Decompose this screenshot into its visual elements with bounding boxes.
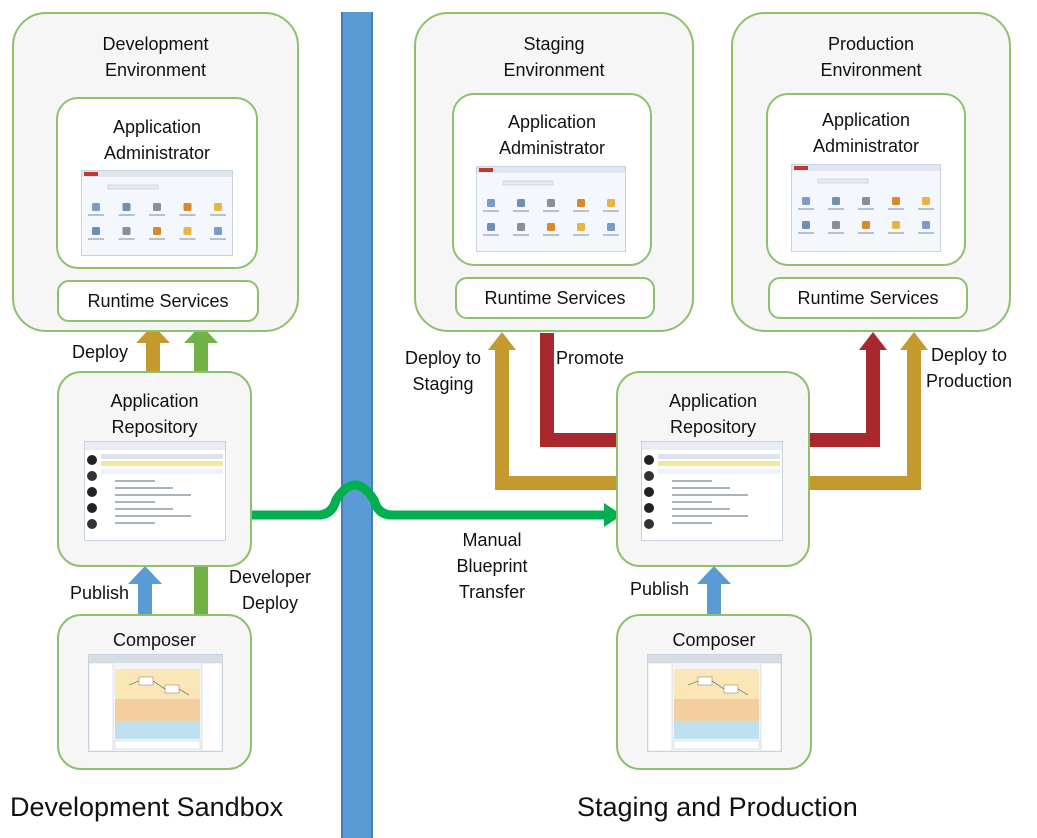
- dev-environment-title: Development Environment: [102, 34, 209, 80]
- composer-mini: [648, 655, 781, 751]
- publish-label-right: Publish: [630, 579, 690, 599]
- dev-admin-title: Application Administrator: [103, 117, 211, 163]
- staging-runtime-services: Runtime Services: [455, 277, 655, 319]
- staging-environment-title: Staging Environment: [503, 34, 605, 80]
- dev-repository-screenshot: [84, 441, 226, 541]
- publish-label-left: Publish: [70, 583, 130, 603]
- dev-admin-screenshot: [81, 170, 233, 256]
- deploy-to-production-arrow: [810, 332, 928, 490]
- dev-composer-screenshot: [88, 654, 223, 752]
- publish-arrow-left: [128, 566, 162, 614]
- zone-label-left: Development Sandbox: [10, 792, 284, 822]
- production-admin-screenshot: [791, 164, 941, 252]
- manual-transfer-label: Manual Blueprint Transfer: [456, 530, 528, 602]
- promote-label: Promote: [556, 348, 625, 368]
- promote-arrow: [540, 332, 887, 447]
- production-environment-title: Production Environment: [820, 34, 922, 80]
- admin-console-mini: [792, 165, 940, 234]
- prod-repository-title: Application Repository: [668, 391, 758, 437]
- repository-manager-mini: [642, 442, 782, 540]
- deploy-arrow-gold: [136, 325, 170, 371]
- manual-transfer-arrow: [252, 480, 622, 527]
- publish-arrow-right: [697, 566, 731, 614]
- admin-console-mini: [477, 167, 625, 236]
- composer-mini: [89, 655, 222, 751]
- zone-label-right: Staging and Production: [577, 792, 858, 822]
- deploy-label: Deploy: [72, 342, 129, 362]
- prod-repository-screenshot: [641, 441, 783, 541]
- staging-admin-screenshot: [476, 166, 626, 252]
- prod-composer-screenshot: [647, 654, 782, 752]
- developer-deploy-label: Developer Deploy: [229, 567, 312, 613]
- deploy-to-production-label: Deploy to Production: [926, 345, 1013, 391]
- zone-divider: [341, 12, 373, 838]
- production-admin-title: Application Administrator: [812, 110, 920, 156]
- dev-repository-title: Application Repository: [110, 391, 199, 437]
- production-runtime-services: Runtime Services: [768, 277, 968, 319]
- dev-runtime-services: Runtime Services: [57, 280, 259, 322]
- admin-console-mini: [82, 171, 232, 240]
- dev-composer-title: Composer: [112, 630, 197, 650]
- developer-deploy-arrow: [184, 325, 218, 614]
- staging-admin-title: Application Administrator: [498, 112, 606, 158]
- repository-manager-mini: [85, 442, 225, 540]
- prod-composer-title: Composer: [672, 630, 756, 650]
- deploy-to-staging-label: Deploy to Staging: [405, 348, 482, 394]
- deploy-to-staging-arrow: [488, 332, 616, 490]
